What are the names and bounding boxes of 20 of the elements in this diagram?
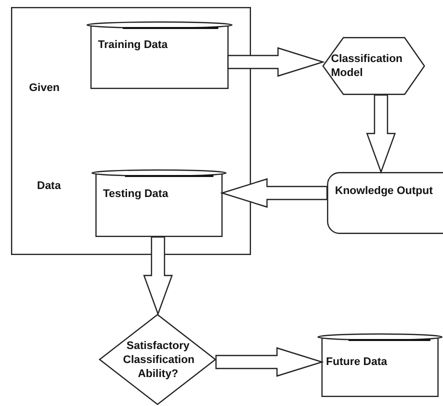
block-arrow bbox=[143, 236, 173, 316]
block-arrow bbox=[227, 47, 326, 77]
node-label: Future Data bbox=[326, 355, 388, 369]
node-label: Satisfactory Classification Ability? bbox=[123, 339, 193, 381]
node-label: Testing Data bbox=[103, 187, 170, 201]
process-hexagon bbox=[323, 37, 425, 95]
block-arrow bbox=[366, 94, 396, 174]
decision-diamond bbox=[99, 314, 216, 405]
output-box bbox=[327, 172, 443, 234]
data-store-node bbox=[91, 169, 227, 237]
node-label: Training Data bbox=[98, 38, 169, 52]
group-box bbox=[11, 7, 251, 255]
data-store-node bbox=[86, 21, 233, 89]
node-label: Knowledge Output bbox=[335, 184, 434, 198]
block-arrow bbox=[220, 178, 328, 208]
node-label: Data bbox=[37, 179, 61, 193]
node-label: Given bbox=[29, 81, 60, 95]
block-arrow bbox=[215, 347, 324, 377]
node-label: Classification Model bbox=[331, 52, 404, 80]
data-store-node bbox=[317, 333, 443, 397]
